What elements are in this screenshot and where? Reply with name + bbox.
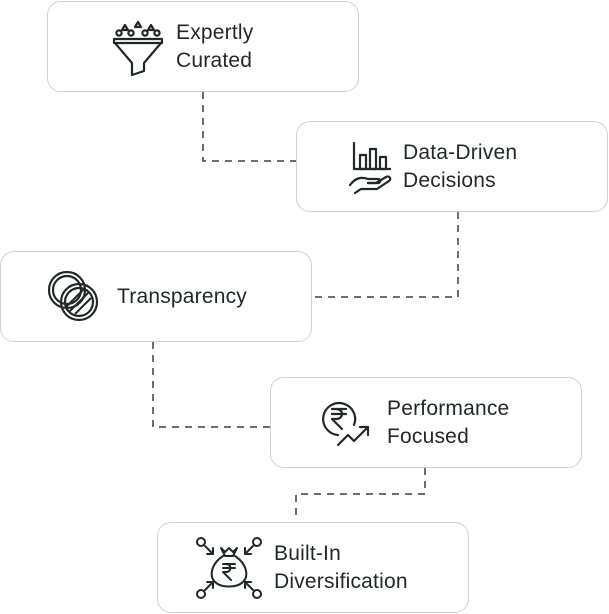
card-performance: Performance Focused bbox=[270, 377, 582, 468]
card-transparency: Transparency bbox=[0, 251, 312, 342]
overlapping-circles-icon bbox=[45, 267, 103, 327]
label-line: Decisions bbox=[403, 168, 496, 192]
rupee-moneybag-icon bbox=[192, 535, 266, 601]
card-label: Performance Focused bbox=[387, 395, 509, 451]
label-line: Diversification bbox=[274, 569, 408, 593]
label-line: Expertly bbox=[176, 20, 254, 44]
card-diversification: Built-In Diversification bbox=[157, 522, 469, 613]
card-expertly-curated: Expertly Curated bbox=[47, 1, 359, 92]
card-data-driven: Data-Driven Decisions bbox=[296, 121, 608, 212]
label-line: Focused bbox=[387, 424, 469, 448]
funnel-icon bbox=[110, 12, 166, 82]
rupee-growth-icon bbox=[315, 393, 373, 453]
label-line: Curated bbox=[176, 48, 253, 72]
card-label: Data-Driven Decisions bbox=[403, 139, 517, 195]
label-line: Data-Driven bbox=[403, 140, 518, 164]
connector-1 bbox=[202, 92, 297, 162]
connector-4 bbox=[295, 468, 426, 521]
label-line: Transparency bbox=[117, 284, 248, 308]
card-label: Transparency bbox=[117, 283, 247, 311]
label-line: Performance bbox=[387, 396, 510, 420]
label-line: Built-In bbox=[274, 541, 341, 565]
bar-chart-hand-icon bbox=[345, 136, 395, 198]
connector-2 bbox=[312, 212, 459, 298]
card-label: Built-In Diversification bbox=[274, 540, 408, 596]
connector-3 bbox=[152, 342, 271, 428]
card-label: Expertly Curated bbox=[176, 19, 253, 75]
